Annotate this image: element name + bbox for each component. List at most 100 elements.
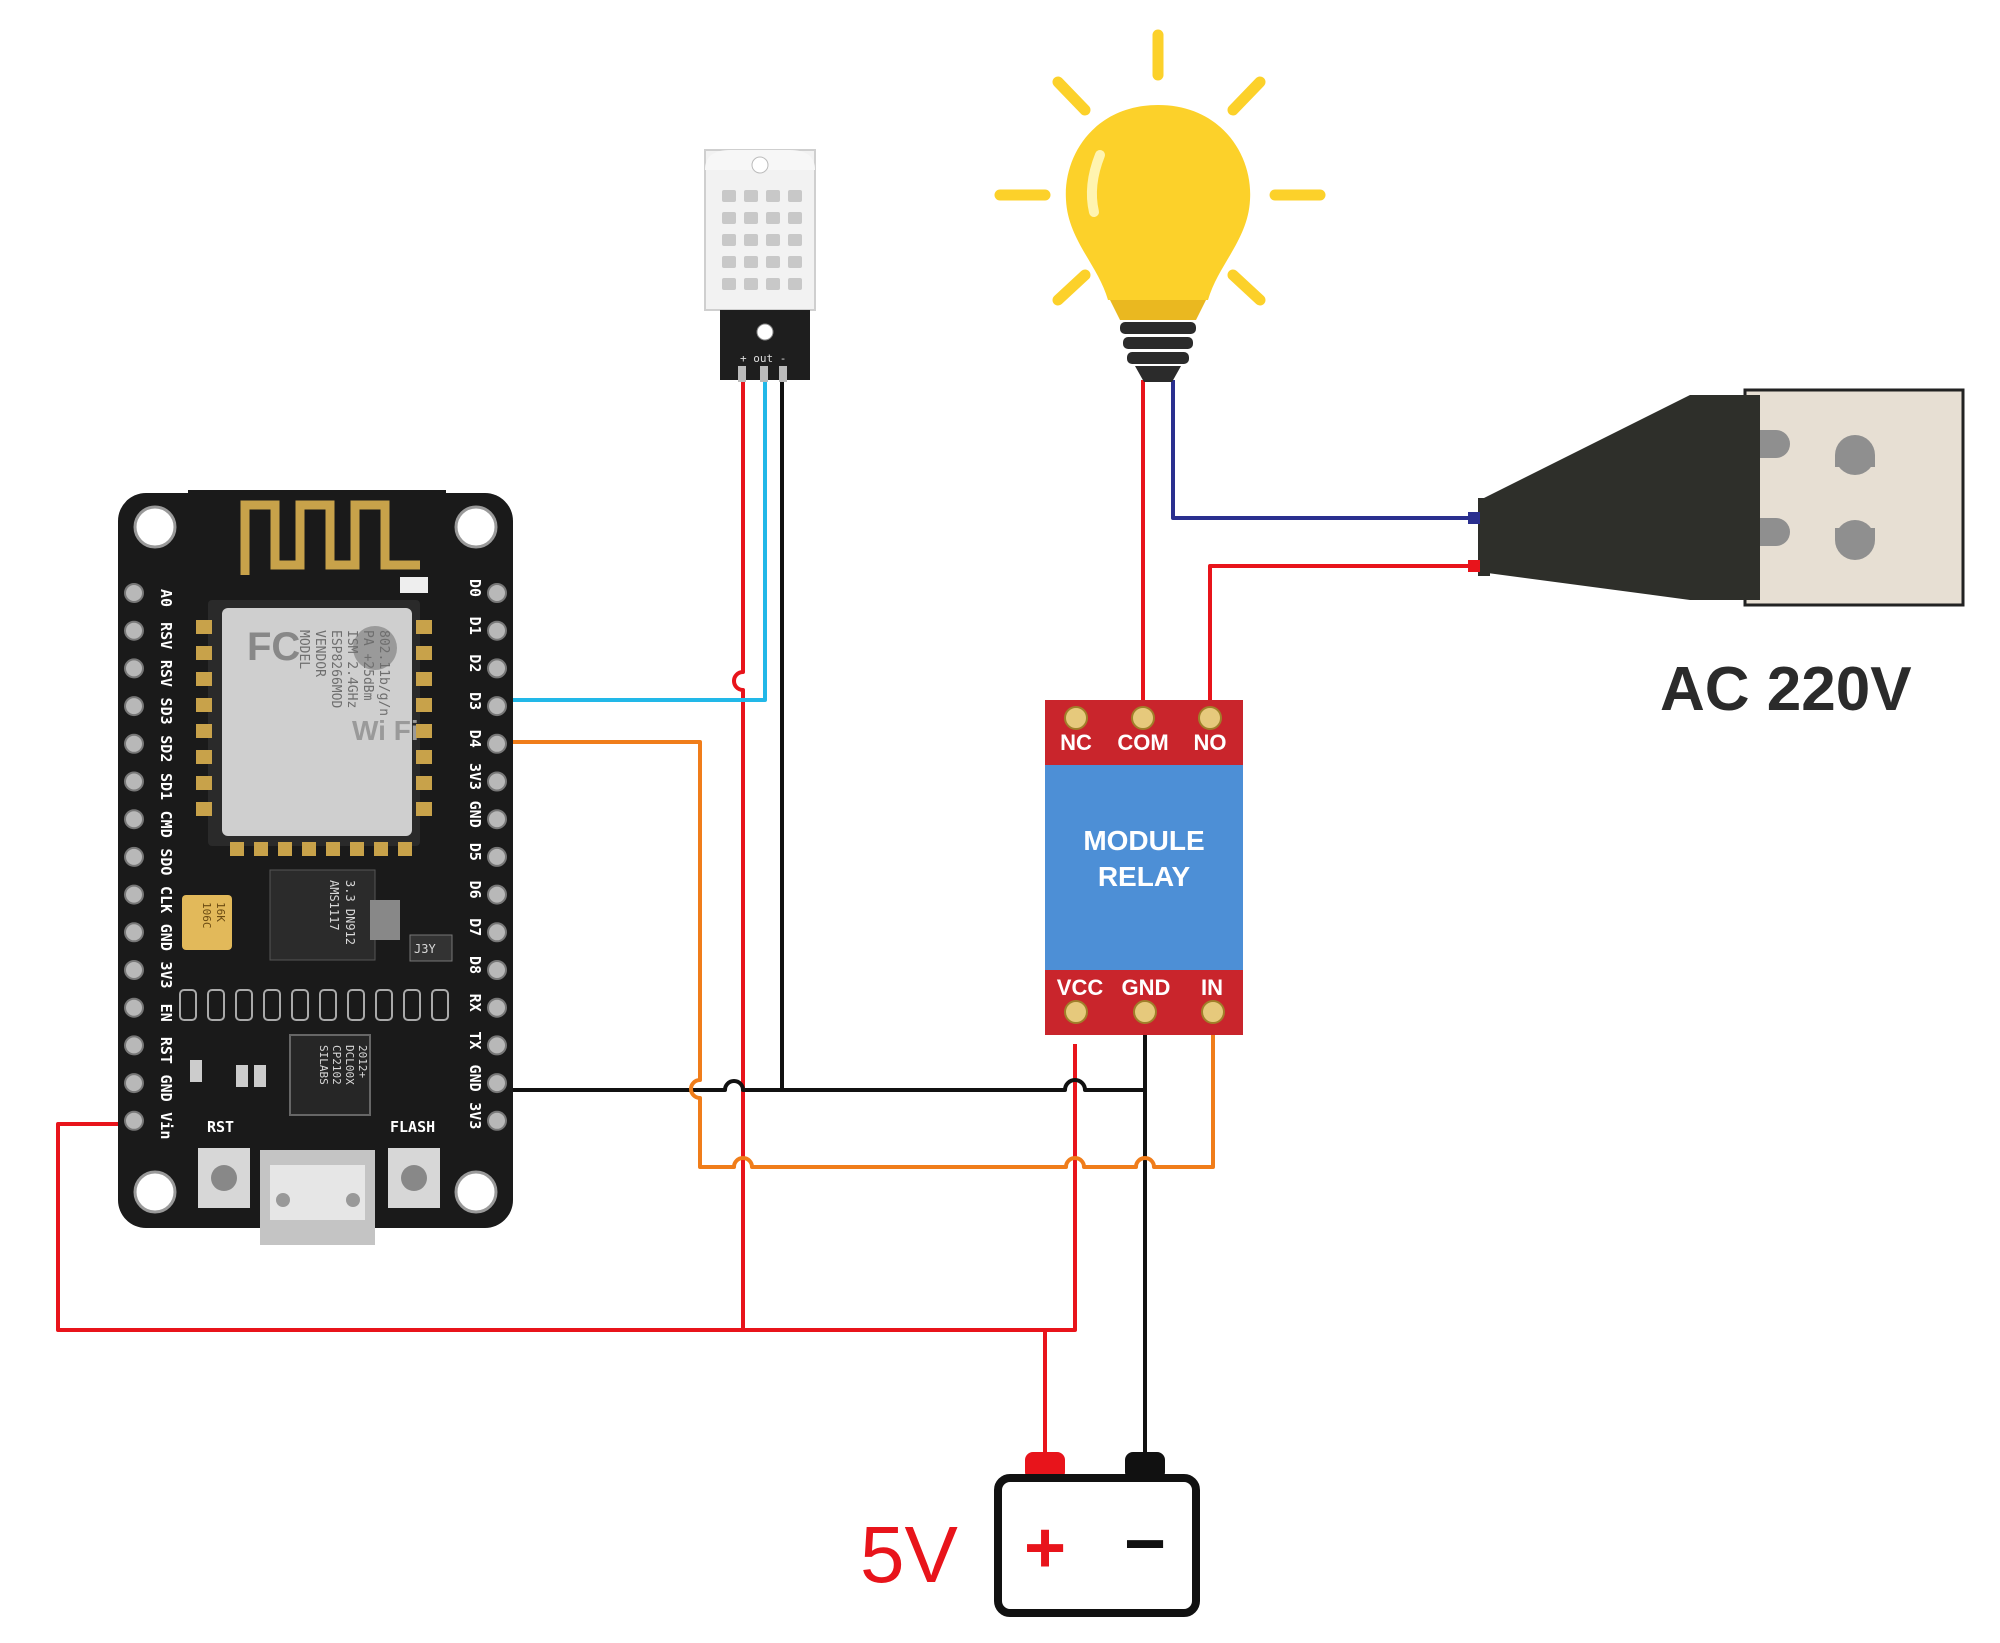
right-pin-label: D3 bbox=[466, 692, 484, 710]
left-pin-4 bbox=[124, 733, 144, 754]
left-pin-label: Vin bbox=[157, 1112, 175, 1139]
left-pin-1 bbox=[124, 620, 144, 641]
battery-plus-sign: + bbox=[1024, 1508, 1066, 1588]
right-pin-4 bbox=[487, 733, 507, 754]
right-pin-label: GND bbox=[466, 801, 484, 828]
right-pin-label: 3V3 bbox=[466, 763, 484, 790]
wire-sensor-vcc-red bbox=[732, 370, 745, 1330]
left-pin-label: RSV bbox=[157, 660, 175, 687]
left-pin-label: GND bbox=[157, 924, 175, 951]
left-pin-label: SD2 bbox=[157, 735, 175, 762]
right-pin-11 bbox=[487, 997, 507, 1018]
ac-voltage-label: AC 220V bbox=[1660, 655, 1912, 724]
svg-text:PA +25dBm: PA +25dBm bbox=[360, 630, 375, 701]
wire-bulb-blue bbox=[1171, 380, 1470, 520]
svg-text:MODEL: MODEL bbox=[296, 630, 311, 669]
relay-pin-nc: NC bbox=[1060, 730, 1092, 755]
fc-logo: FC bbox=[247, 625, 300, 669]
wire-no-red bbox=[1208, 564, 1470, 718]
right-pin-label: D4 bbox=[466, 730, 484, 748]
right-pin-12 bbox=[487, 1035, 507, 1056]
svg-text:802.11b/g/n: 802.11b/g/n bbox=[376, 630, 391, 716]
wire-sensor-data-cyan bbox=[500, 370, 767, 702]
right-pin-label: D1 bbox=[466, 617, 484, 635]
left-pin-11 bbox=[124, 997, 144, 1018]
relay-title-line2: RELAY bbox=[1098, 861, 1191, 892]
right-pin-label: D2 bbox=[466, 654, 484, 672]
left-pin-10 bbox=[124, 960, 144, 980]
right-pin-label: D8 bbox=[466, 956, 484, 974]
left-pin-label: EN bbox=[157, 1004, 175, 1022]
wall-socket bbox=[1743, 388, 1965, 607]
svg-text:DCL00X: DCL00X bbox=[343, 1045, 356, 1085]
left-pin-8 bbox=[124, 884, 144, 905]
wire-vin-red bbox=[56, 1044, 1077, 1332]
right-pin-label: D7 bbox=[466, 918, 484, 936]
left-pin-label: RSV bbox=[157, 622, 175, 649]
left-pin-label: A0 bbox=[157, 589, 175, 607]
battery-minus-terminal bbox=[1125, 1452, 1165, 1480]
left-pin-7 bbox=[124, 846, 144, 867]
left-pin-label: SD3 bbox=[157, 698, 175, 725]
wire-d4-orange bbox=[500, 740, 1215, 1169]
left-pin-3 bbox=[124, 696, 144, 717]
right-pin-1 bbox=[487, 620, 507, 641]
left-pin-5 bbox=[124, 771, 144, 792]
left-pin-6 bbox=[124, 809, 144, 830]
right-pin-3 bbox=[487, 696, 507, 717]
left-pin-13 bbox=[124, 1073, 144, 1094]
ac-plug bbox=[1468, 388, 1965, 607]
right-pin-10 bbox=[487, 960, 507, 980]
right-pin-8 bbox=[487, 884, 507, 905]
left-pin-label: GND bbox=[157, 1075, 175, 1102]
svg-text:CP2102: CP2102 bbox=[330, 1045, 343, 1085]
right-pin-13 bbox=[487, 1073, 507, 1094]
j3y-label: J3Y bbox=[414, 942, 436, 956]
flash-label: FLASH bbox=[390, 1118, 435, 1136]
battery-voltage-label: 5V bbox=[860, 1510, 958, 1599]
bulb-rays bbox=[994, 29, 1326, 306]
relay-pin-in: IN bbox=[1201, 975, 1223, 1000]
right-pin-label: TX bbox=[466, 1031, 484, 1049]
right-pin-9 bbox=[487, 922, 507, 943]
right-pin-label: D5 bbox=[466, 843, 484, 861]
svg-text:ESP8266MOD: ESP8266MOD bbox=[328, 630, 343, 708]
svg-text:SILABS: SILABS bbox=[317, 1045, 330, 1085]
left-pin-label: SD1 bbox=[157, 773, 175, 800]
wire-gnd-bus-black bbox=[500, 1078, 1145, 1092]
right-pin-label: 3V3 bbox=[466, 1102, 484, 1129]
battery: + − bbox=[994, 1452, 1200, 1617]
battery-minus-sign: − bbox=[1124, 1504, 1166, 1584]
svg-text:VENDOR: VENDOR bbox=[312, 630, 327, 677]
relay-title-line1: MODULE bbox=[1083, 825, 1204, 856]
left-pin-label: CLK bbox=[157, 886, 175, 913]
battery-plus-terminal bbox=[1025, 1452, 1065, 1480]
left-pin-label: 3V3 bbox=[157, 961, 175, 988]
left-pin-label: CMD bbox=[157, 811, 175, 838]
wifi-logo: Wi Fi bbox=[352, 715, 419, 746]
svg-text:2012+: 2012+ bbox=[356, 1045, 369, 1078]
right-pin-label: D0 bbox=[466, 579, 484, 597]
svg-text:3.3 DN912: 3.3 DN912 bbox=[343, 880, 357, 945]
left-pin-label: RST bbox=[157, 1037, 175, 1064]
right-pin-7 bbox=[487, 846, 507, 867]
relay-pin-gnd: GND bbox=[1122, 975, 1171, 1000]
left-pin-12 bbox=[124, 1035, 144, 1056]
right-pin-label: RX bbox=[466, 994, 484, 1012]
svg-text:ISM 2.4GHz: ISM 2.4GHz bbox=[344, 630, 359, 708]
left-pin-2 bbox=[124, 658, 144, 679]
dht-sensor: + out - bbox=[704, 149, 816, 382]
right-pin-14 bbox=[487, 1110, 507, 1131]
relay-module: NC COM NO MODULE RELAY VCC GND IN bbox=[1045, 700, 1243, 1035]
light-bulb bbox=[994, 29, 1326, 382]
relay-pin-com: COM bbox=[1117, 730, 1168, 755]
left-pin-label: SDO bbox=[157, 848, 175, 875]
